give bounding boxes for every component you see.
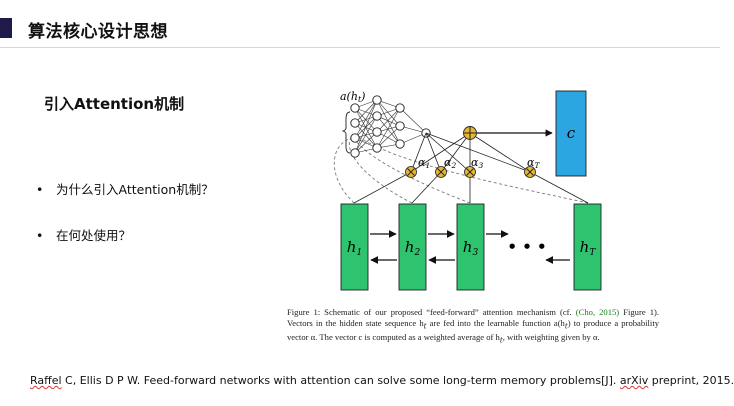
caption-citation[interactable]: (Cho, 2015) [575,307,620,317]
weight-label: αT [527,156,540,170]
bullet-text: 在何处使用？ [56,228,132,243]
bullet-text: 为什么引入Attention机制？ [56,182,214,197]
weight-label: α1 [418,156,430,170]
bullet-dot: • [36,182,44,197]
weight-label: α3 [471,156,483,170]
context-label: c [567,124,576,142]
weight-node [524,166,536,178]
hidden-state-3 [456,203,485,291]
hidden-state-2 [398,203,427,291]
reference-citation: Raffel C, Ellis D P W. Feed-forward netw… [30,374,734,387]
weight-nodes [405,166,536,178]
hidden-state-label: h2 [405,238,421,258]
sequence-ellipsis: • • • [507,238,546,256]
slide-title: 算法核心设计思想 [28,22,168,42]
hidden-state-label: h3 [463,238,479,258]
hidden-state-T [573,203,602,291]
attention-function-label: a(ht) [340,90,365,104]
bullet-item: • 在何处使用？ [36,228,214,274]
title-divider [0,47,720,48]
weight-label: α2 [444,156,456,170]
section-subtitle: 引入Attention机制 [44,95,185,113]
weight-node [464,166,476,178]
attention-network [341,95,431,158]
input-brace [341,111,351,154]
network-to-weight-lines [410,132,531,173]
hidden-state-1 [340,203,369,291]
sum-node [463,126,477,140]
recurrent-arrows [370,230,570,264]
weight-to-sum-lines [410,132,531,173]
hidden-state-label: hT [580,238,597,258]
hidden-to-weight-lines [353,171,589,204]
bullet-dot: • [36,228,44,243]
bullet-item: • 为什么引入Attention机制？ [36,182,214,228]
reference-author: Raffel [30,374,62,387]
context-vector [555,90,587,177]
weight-node [435,166,447,178]
figure-caption: Figure 1: Schematic of our proposed “fee… [287,307,660,345]
bullet-list: • 为什么引入Attention机制？ • 在何处使用？ [36,182,214,274]
hidden-state-label: h1 [347,238,362,258]
attention-diagram: a(ht) c [333,90,602,291]
weight-node [405,166,417,178]
title-accent-bar [0,18,12,38]
reference-arxiv: arXiv [619,374,649,387]
